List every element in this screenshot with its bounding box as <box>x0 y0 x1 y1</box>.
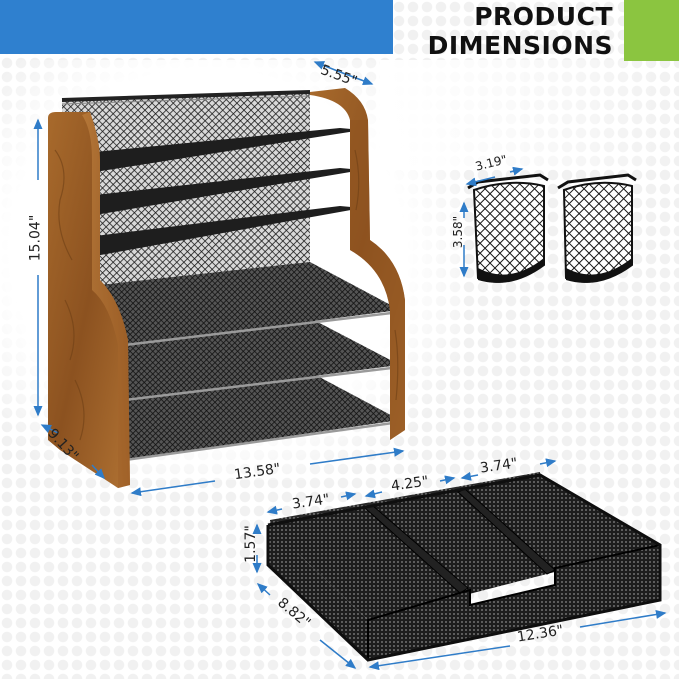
drawer-tray-dimension-lines <box>252 458 667 671</box>
pen-cup-right <box>557 173 637 283</box>
tray-height-label: 1.57" <box>242 525 259 563</box>
pen-holder-dimension-lines <box>459 166 524 278</box>
file-organizer-illustration <box>48 88 405 488</box>
organizer-dimension-lines <box>33 61 405 497</box>
header-green-accent <box>624 0 679 61</box>
pen-holder-height-label: 3.58" <box>451 215 466 249</box>
pen-holders-illustration <box>467 173 637 283</box>
organizer-height-label: 15.04" <box>27 214 44 262</box>
pen-cup-left <box>467 173 549 283</box>
header-blue-band <box>0 0 393 54</box>
title-line-product: PRODUCT <box>474 2 613 31</box>
drawer-tray-illustration <box>266 472 662 662</box>
title-line-dimensions: DIMENSIONS <box>427 31 613 60</box>
page-title: PRODUCT DIMENSIONS <box>428 2 613 60</box>
background-fade-top <box>380 60 679 170</box>
